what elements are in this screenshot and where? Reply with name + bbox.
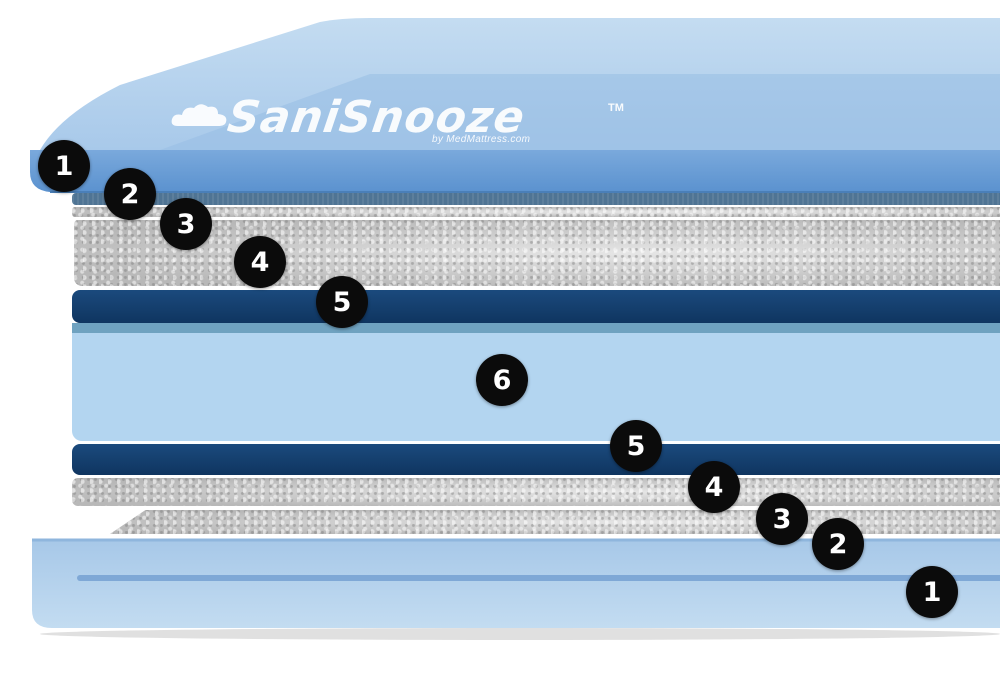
gray-foam-layer-bottom bbox=[72, 478, 1000, 506]
navy-foam-layer-bottom bbox=[72, 444, 1000, 475]
badge-top-1: 1 bbox=[38, 140, 90, 192]
top-cover bbox=[30, 18, 1000, 193]
badge-top-5: 5 bbox=[316, 276, 368, 328]
core-foam-layer bbox=[72, 323, 1000, 441]
brand-subtitle: by MedMattress.com bbox=[432, 134, 531, 145]
badge-bottom-4: 4 bbox=[688, 461, 740, 513]
core-foam-top-band bbox=[72, 323, 1000, 333]
badge-bottom-3: 3 bbox=[756, 493, 808, 545]
badge-bottom-1: 1 bbox=[906, 566, 958, 618]
badge-top-4: 4 bbox=[234, 236, 286, 288]
bottom-cover bbox=[32, 538, 1000, 640]
badge-top-3: 3 bbox=[160, 198, 212, 250]
badge-bottom-5: 5 bbox=[610, 420, 662, 472]
brand-trademark: TM bbox=[608, 102, 624, 114]
gray-foam-layer-top bbox=[74, 220, 1000, 286]
badge-bottom-2: 2 bbox=[812, 518, 864, 570]
badge-core-6: 6 bbox=[476, 354, 528, 406]
thin-foam-layer-top bbox=[72, 207, 1000, 217]
navy-foam-layer-top bbox=[72, 290, 1000, 323]
cloud-logo-icon bbox=[171, 104, 227, 126]
brand-logo: SaniSnooze TM by MedMattress.com bbox=[170, 92, 640, 152]
badge-top-2: 2 bbox=[104, 168, 156, 220]
fabric-layer-top bbox=[72, 193, 1000, 205]
